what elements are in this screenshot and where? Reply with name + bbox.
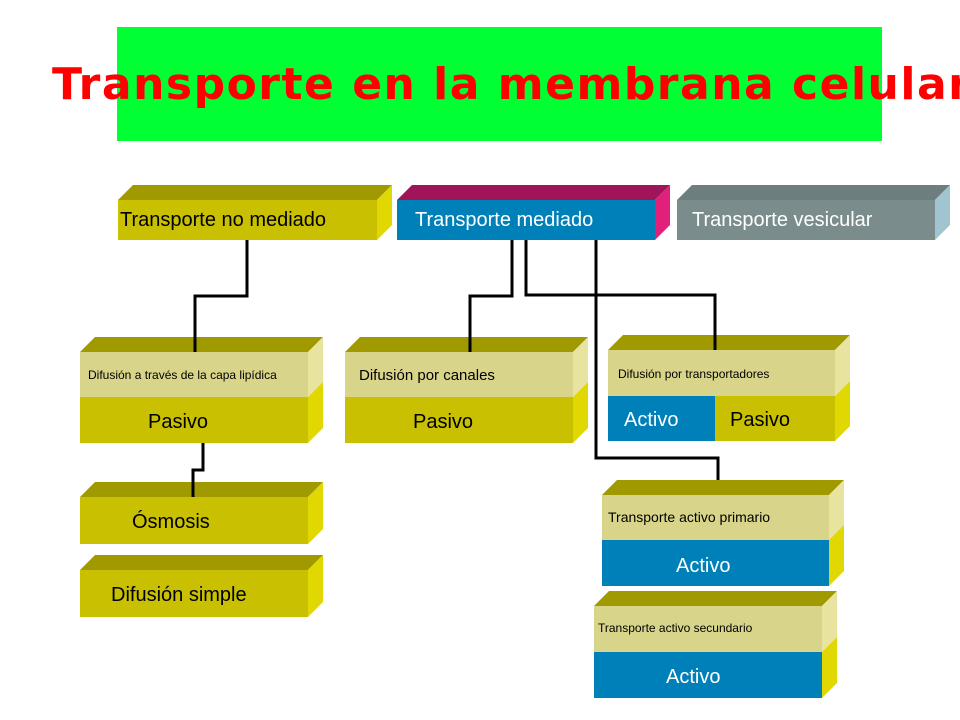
connector-mediado-to-transportadores [524,240,717,350]
category-block-mediado [397,185,670,240]
title-banner [117,27,882,141]
box-osmosis [80,482,323,544]
connector-mediado-to-canales [468,240,514,352]
category-label-vesicular: Transporte vesicular [692,209,873,231]
box-activo-secundario [594,591,837,698]
box-title-activo-secundario: Transporte activo secundario [598,621,753,635]
box-type-activo-secundario: Activo [666,666,721,688]
connector-no-mediado-to-lipidica [193,240,249,352]
box-type-capa-lipidica: Pasivo [148,411,209,433]
box-title-capa-lipidica: Difusión a través de la capa lipídica [88,368,277,382]
category-label-mediado: Transporte mediado [415,209,594,231]
box-label-difusion-simple: Difusión simple [111,584,247,606]
box-difusion-simple [80,555,323,617]
category-block-vesicular [677,185,950,240]
box-label-osmosis: Ósmosis [132,511,210,533]
box-canales [345,337,588,443]
box-title-transportadores: Difusión por transportadores [618,367,770,381]
connector-lipidica-to-osmosis [191,443,205,497]
box-type-canales: Pasivo [413,411,474,433]
connector-mediado-to-primario [594,240,720,480]
box-capa-lipidica [80,337,323,443]
box-title-activo-primario: Transporte activo primario [608,509,771,525]
box-type-activo-primario: Activo [676,555,731,577]
page-title: Transporte en la membrana celular [52,59,960,110]
box-activo-primario [602,480,844,586]
box-transportadores [608,335,850,441]
category-label-no-mediado: Transporte no mediado [120,209,327,231]
box-title-canales: Difusión por canales [359,367,495,384]
category-block-no-mediado [118,185,392,240]
box-type-transportadores-pasivo: Pasivo [730,409,791,431]
box-type-transportadores-activo: Activo [624,409,679,431]
